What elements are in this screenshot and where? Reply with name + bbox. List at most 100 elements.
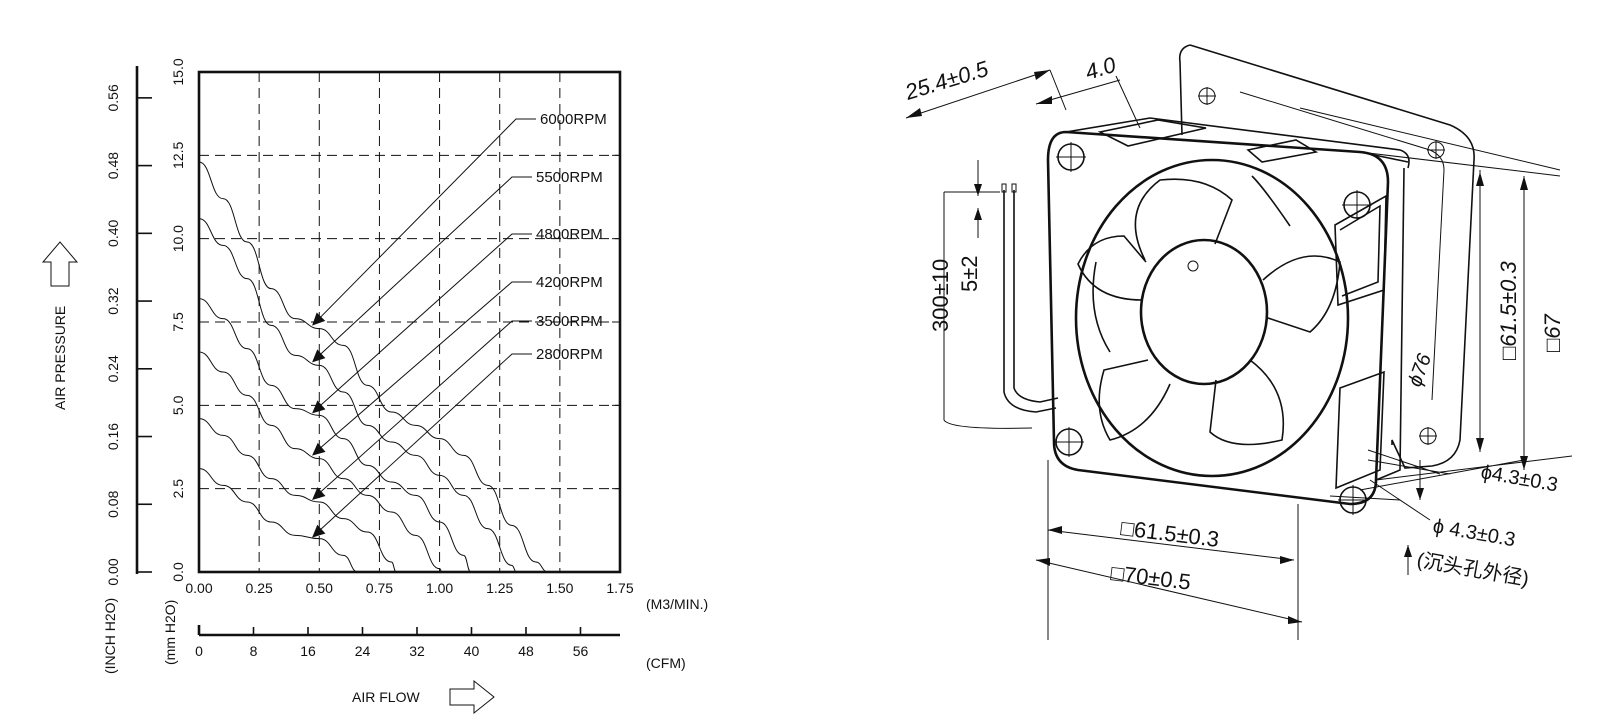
fan-curves xyxy=(198,161,548,573)
leader-line xyxy=(315,353,532,535)
dim-flange: 4.0 xyxy=(1082,52,1119,85)
y-unit-mm: (mm H2O) xyxy=(162,600,178,665)
y2-tick-label: 0.48 xyxy=(105,152,121,179)
leader-arrow xyxy=(312,349,326,363)
dim-hole-spacing-h: □61.5±0.3 xyxy=(1119,515,1220,552)
leader-line xyxy=(315,176,532,359)
front-frame-outer xyxy=(1046,130,1390,506)
curve-4800rpm xyxy=(198,298,472,573)
x-tick-label: 0.50 xyxy=(306,580,333,596)
x-tick-label: 1.50 xyxy=(546,580,573,596)
y2-tick-label: 0.56 xyxy=(105,84,121,111)
leader-arrow xyxy=(312,312,326,326)
dim-csk-note: (沉头孔外径) xyxy=(1415,548,1531,590)
x-tick-label: 1.25 xyxy=(486,580,513,596)
x-unit-cfm: (CFM) xyxy=(646,655,686,671)
y-tick-label: 5.0 xyxy=(170,395,186,415)
x2-tick-label: 24 xyxy=(355,643,371,659)
fan-dimension-drawing: 25.4±0.5 4.0 300±10 5±2 □61.5±0.3 □67 ϕ7… xyxy=(901,44,1573,640)
dim-depth: 25.4±0.5 xyxy=(901,56,992,105)
rpm-label: 5500RPM xyxy=(536,169,603,186)
y2-tick-label: 0.08 xyxy=(105,490,121,517)
curve-3500rpm xyxy=(198,418,397,573)
curve-label-leaders xyxy=(312,118,536,538)
x2-tick-label: 32 xyxy=(409,643,425,659)
dim-hole-spacing-v: □61.5±0.3 xyxy=(1496,260,1521,360)
rpm-label: 4800RPM xyxy=(536,226,603,243)
up-arrow-icon xyxy=(41,241,79,287)
y2-tick-label: 0.40 xyxy=(105,219,121,246)
leader-arrow xyxy=(312,442,326,456)
x-unit-m3: (M3/MIN.) xyxy=(646,596,708,612)
x-tick-label: 0.75 xyxy=(366,580,393,596)
leader-line xyxy=(315,281,532,453)
y2-tick-label: 0.00 xyxy=(105,558,121,585)
side-vent-top xyxy=(1334,194,1387,307)
back-hole-top-left-cross xyxy=(1198,87,1216,105)
curve-6000rpm xyxy=(198,161,548,573)
y-tick-label: 12.5 xyxy=(170,141,186,168)
leader-arrow xyxy=(312,524,326,538)
back-hole-bottom-right-cross xyxy=(1419,427,1437,445)
back-hole-top-right-cross xyxy=(1427,141,1445,159)
front-hole-tl-cross xyxy=(1056,142,1086,172)
dim-lines xyxy=(905,69,1573,640)
dim-frame-h: □70±0.5 xyxy=(1109,560,1192,595)
rpm-label: 6000RPM xyxy=(540,111,607,128)
front-frame-side xyxy=(1065,117,1410,481)
x-axis-label: AIR FLOW xyxy=(352,689,420,705)
y-axis-label: AIR PRESSURE xyxy=(52,306,68,410)
side-vent-bottom xyxy=(1335,370,1385,490)
lead-wire-tips xyxy=(1001,183,1017,193)
front-hole-br-cross xyxy=(1338,485,1368,515)
rpm-labels: 6000RPM5500RPM4800RPM4200RPM3500RPM2800R… xyxy=(536,111,607,363)
dim-lead-length: 300±10 xyxy=(928,259,953,332)
x2-tick-label: 40 xyxy=(464,643,480,659)
curve-2800rpm xyxy=(198,468,358,573)
dim-csk-dia: ϕ 4.3±0.3 xyxy=(1431,515,1517,551)
leader-line xyxy=(315,320,532,497)
y2-tick-label: 0.16 xyxy=(105,423,121,450)
y-tick-label: 0.0 xyxy=(170,562,186,582)
front-hole-bl-cross xyxy=(1054,427,1084,457)
dim-strip: 5±2 xyxy=(957,255,982,292)
curve-4200rpm xyxy=(198,351,443,573)
y-tick-label: 7.5 xyxy=(170,312,186,332)
front-hole-tr-cross xyxy=(1342,190,1372,220)
y-axis-ticks: 0.02.55.07.510.012.515.0 xyxy=(170,58,620,582)
y2-tick-label: 0.32 xyxy=(105,287,121,314)
leader-line xyxy=(315,118,536,323)
x2-tick-label: 8 xyxy=(250,643,258,659)
y-tick-label: 2.5 xyxy=(170,479,186,499)
leader-arrow xyxy=(312,400,326,414)
lead-wires xyxy=(1003,190,1059,413)
x-tick-label: 1.75 xyxy=(606,580,633,596)
back-frame-left-edge xyxy=(1178,44,1191,136)
impeller-blades xyxy=(1077,175,1341,446)
rpm-label: 3500RPM xyxy=(536,313,603,330)
chart-grid xyxy=(199,72,620,572)
x2-tick-label: 56 xyxy=(573,643,589,659)
x-tick-label: 0.00 xyxy=(185,580,212,596)
back-frame xyxy=(1189,44,1475,469)
x2-tick-label: 48 xyxy=(518,643,534,659)
x2-axis-ticks: 0 8 16 24 32 40 48 56 xyxy=(195,627,588,659)
leader-arrow xyxy=(312,487,326,500)
x2-tick-label: 0 xyxy=(195,643,203,659)
y-tick-label: 10.0 xyxy=(170,225,186,252)
dim-hub-dia: ϕ76 xyxy=(1404,350,1436,390)
dim-frame-v: □67 xyxy=(1540,313,1565,352)
y2-axis-ticks: 0.00 0.08 0.16 0.24 0.32 0.40 0.48 0.56 xyxy=(105,84,152,586)
rpm-label: 2800RPM xyxy=(536,346,603,363)
venturi-ring xyxy=(1074,158,1350,478)
right-arrow-icon xyxy=(449,679,495,715)
performance-chart: 0.02.55.07.510.012.515.0 0.000.080.160.2… xyxy=(41,58,708,715)
y-unit-inch: (INCH H2O) xyxy=(102,598,118,674)
leader-line xyxy=(315,233,532,410)
x2-tick-label: 16 xyxy=(300,643,316,659)
x-tick-label: 1.00 xyxy=(426,580,453,596)
y2-tick-label: 0.24 xyxy=(105,355,121,382)
hub xyxy=(1139,238,1269,386)
